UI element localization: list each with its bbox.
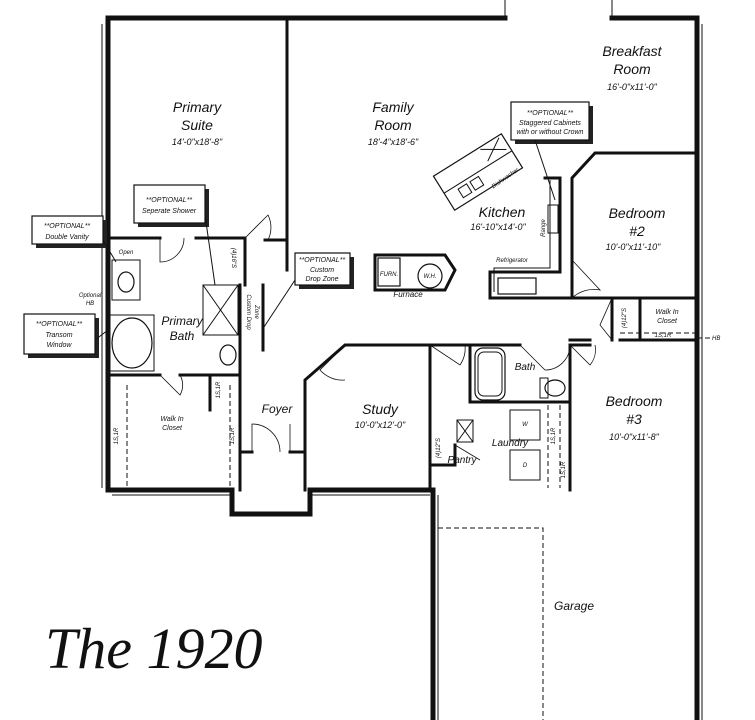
primary-bath-name-line2: Bath: [170, 329, 195, 343]
family-name-line1: Family: [372, 99, 414, 115]
bedroom2-dims: 10'-0"x11'-10": [606, 242, 661, 252]
door-swings: [159, 214, 613, 461]
primary-closet-line2: Closet: [162, 425, 183, 432]
primary-closet-line1: Walk In: [160, 416, 183, 423]
garage-name: Garage: [554, 599, 594, 613]
rod-shelf-6: 1S,1R: [655, 333, 672, 339]
hall-tub: [474, 347, 506, 401]
callout-shower: [133, 184, 206, 224]
rod-shelf-4: 1S,1R: [551, 427, 557, 444]
callout-vanity-text: Double Vanity: [45, 234, 89, 241]
callout-shower-optional: **OPTIONAL**: [146, 197, 193, 204]
primary-vanity: [111, 259, 141, 301]
hb-right-label: HB: [712, 336, 720, 342]
study-name: Study: [362, 401, 399, 417]
optional-callouts: **OPTIONAL** Seperate Shower **OPTIONAL*…: [23, 101, 720, 358]
rod-shelf-2: 1S,1R: [216, 381, 222, 398]
fixtures: [109, 253, 697, 488]
bedroom2-name-line1: Bedroom: [609, 205, 666, 221]
kitchen-dims: 16'-10"x14'-0": [470, 222, 526, 232]
callout-dropzone: [294, 252, 351, 286]
range-box: [547, 204, 559, 234]
rod-shelf-5: 1S,1R: [561, 461, 567, 478]
study-dims: 10'-0"x12'-0": [355, 420, 406, 430]
callout-transom-line1: Transom: [45, 332, 72, 339]
hb-optional-label: Optional: [79, 293, 102, 299]
bed2-closet-line2: Closet: [657, 318, 678, 325]
primary-suite-dims: 14'-0"x18'-8": [172, 137, 223, 147]
pantry-name: Pantry: [448, 455, 478, 466]
washer-box: [509, 409, 541, 441]
dryer-label: D: [523, 463, 528, 469]
primary-tub: [111, 317, 153, 369]
breakfast-name-line2: Room: [613, 61, 651, 77]
shelf-primary: (4)16"S: [230, 248, 236, 268]
bedroom2-name-line2: #2: [629, 223, 645, 239]
callout-cabinets-optional: **OPTIONAL**: [527, 110, 574, 117]
callout-dropzone-line1: Custom: [310, 267, 334, 274]
primary-suite-name-line2: Suite: [181, 117, 213, 133]
custom-drop-line1: Custom Drop: [245, 294, 251, 330]
primary-shower: [202, 284, 239, 336]
pantry-shelf: [456, 419, 474, 443]
interior-walls: [106, 18, 699, 720]
callout-shower-text: Seperate Shower: [142, 208, 197, 215]
family-name-line2: Room: [374, 117, 412, 133]
kitchen-name: Kitchen: [479, 204, 526, 220]
washer-label: W: [522, 422, 529, 428]
refrigerator-box: [497, 277, 537, 295]
callout-cabinets: [510, 101, 590, 141]
shelving-labels: (4)16"S (4)12"S (4)12"S 1S,1R 1S,1R 1S,1…: [114, 248, 672, 478]
callout-transom: [23, 313, 96, 355]
rod-shelf-3: 1S,1R: [230, 427, 236, 444]
furnace-box: [377, 257, 401, 287]
callout-dropzone-optional: **OPTIONAL**: [299, 257, 346, 264]
breakfast-dims: 16'-0"x11'-0": [607, 82, 657, 92]
bath-name: Bath: [515, 362, 536, 373]
callout-dropzone-line2: Drop Zone: [305, 276, 338, 283]
primary-toilet: [219, 344, 237, 366]
foyer-name: Foyer: [262, 402, 294, 416]
breakfast-name-line1: Breakfast: [602, 43, 662, 59]
range-label: Range: [541, 219, 547, 237]
bed2-closet-line1: Walk In: [655, 309, 678, 316]
callout-cabinets-line1: Staggered Cabinets: [519, 120, 581, 127]
family-dims: 18'-4"x18'-6": [368, 137, 419, 147]
room-labels: Breakfast Room 16'-0"x11'-0" Family Room…: [160, 43, 678, 613]
shelf-pantry: (4)12"S: [436, 438, 442, 458]
shelf-bed2: (4)12"S: [622, 308, 628, 328]
callout-transom-line2: Window: [47, 342, 73, 349]
rod-shelf-1: 1S,1R: [114, 427, 120, 444]
exterior-walls: [101, 0, 703, 720]
laundry-name: Laundry: [492, 438, 529, 449]
hall-toilet: [544, 379, 566, 397]
wh-label: W.H.: [423, 274, 436, 280]
custom-drop-line2: Zone: [253, 304, 259, 319]
furn-label: FURN.: [380, 272, 398, 278]
callout-vanity-optional: **OPTIONAL**: [44, 223, 91, 230]
primary-bath-name-line1: Primary: [161, 314, 203, 328]
dryer-box: [509, 449, 541, 481]
refrigerator-label: Refrigerator: [496, 258, 529, 264]
bedroom3-name-line1: Bedroom: [606, 393, 663, 409]
furnace-name: Furnace: [393, 290, 423, 299]
bedroom3-dims: 10'-0"x11'-8": [609, 432, 659, 442]
primary-suite-name-line1: Primary: [173, 99, 222, 115]
callout-transom-optional: **OPTIONAL**: [36, 321, 83, 328]
kitchen-counters: [432, 133, 574, 300]
bedroom3-name-line2: #3: [626, 411, 642, 427]
callout-vanity: [31, 215, 104, 245]
water-heater-circle: [417, 263, 443, 289]
callout-cabinets-line2: with or without Crown: [517, 129, 584, 136]
hb-label: HB: [86, 301, 94, 307]
plan-title: The 1920: [45, 616, 263, 681]
open-label: Open: [119, 250, 134, 256]
